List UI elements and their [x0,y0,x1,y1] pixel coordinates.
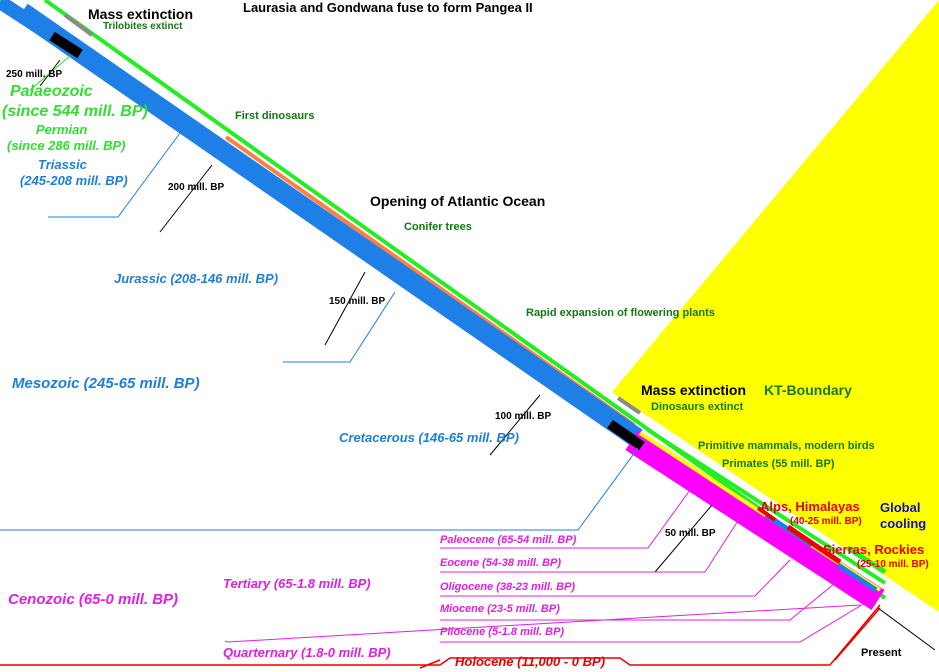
quarternary-label: Quarternary (1.8-0 mill. BP) [223,645,391,660]
holocene-line-2 [419,659,441,669]
alps-dates: (40-25 mill. BP) [790,516,862,527]
oligocene-connector [440,559,791,597]
miocene-connector [440,574,846,621]
gray-mark-top [63,13,94,37]
miocene-label: Miocene (23-5 mill. BP) [440,603,560,615]
kt-boundary-label: KT-Boundary [764,382,852,398]
tick-label-50: 50 mill. BP [665,528,716,539]
red-seg-2 [756,506,777,522]
tick-200 [159,164,213,233]
cenozoic-label: Cenozoic (65-0 mill. BP) [8,591,179,608]
cretaceous-label: Cretacerous (146-65 mill. BP) [339,430,519,445]
conifer-trees-label: Conifer trees [404,221,472,233]
tick-label-250: 250 mill. BP [6,69,63,80]
mammals-birds-label: Primitive mammals, modern birds [698,440,875,452]
global-cooling-label-1: Global [880,500,921,515]
jurassic-connector [283,291,396,363]
green-timeline [43,0,887,600]
blue-band [16,3,643,447]
oligocene-label: Oligocene (38-23 mill. BP) [440,581,576,593]
pliocene-connector [440,599,871,643]
cretaceous-connector [0,447,639,531]
blue-seg-2 [836,562,878,593]
gray-mark-kt [616,396,642,415]
tertiary-label: Tertiary (65-1.8 mill. BP) [223,576,371,591]
paleocene-label: Paleocene (65-54 mill. BP) [440,534,577,546]
yellow-wedge [612,0,939,612]
trilobites-extinct-label: Trilobites extinct [103,21,183,32]
palaeozoic-dates: (since 544 mill. BP) [2,103,148,120]
tick-50 [654,504,713,573]
blue-seg-3 [846,545,887,575]
quarternary-connector [224,604,861,643]
first-dinosaurs-label: First dinosaurs [235,110,315,122]
holocene-to-present [834,607,881,661]
dinosaurs-extinct-label: Dinosaurs extinct [651,401,744,413]
eocene-connector [440,509,746,573]
triassic-label: Triassic [38,157,87,172]
tick-label-100: 100 mill. BP [495,411,552,422]
black-marker-top [49,31,83,59]
permian-dates: (since 286 mill. BP) [7,138,126,153]
global-cooling-label-2: cooling [880,516,927,531]
pliocene-label: Pliocene (5-1.8 mill. BP) [440,626,565,638]
jurassic-label: Jurassic (208-146 mill. BP) [114,271,279,286]
red-seg-1 [786,524,842,565]
palaeozoic-connector [29,55,71,91]
mass-extinction-label-2: Mass extinction [641,382,747,398]
sierras-label: Sierras, Rockies [823,542,925,557]
present-label: Present [861,647,902,659]
permian-label: Permian [36,122,88,137]
tick-label-200: 200 mill. BP [168,182,225,193]
diagram-title: Laurasia and Gondwana fuse to form Pange… [243,0,533,15]
opening-atlantic-label: Opening of Atlantic Ocean [370,193,546,209]
triassic-connector [48,132,181,218]
mesozoic-label: Mesozoic (245-65 mill. BP) [12,375,200,392]
triassic-dates: (245-208 mill. BP) [20,173,128,188]
paleocene-connector [440,489,691,549]
tick-100 [489,394,541,456]
mass-extinction-label-1: Mass extinction [88,6,194,22]
primates-label: Primates (55 mill. BP) [722,458,835,470]
tick-label-150: 150 mill. BP [329,296,386,307]
blue-band-left [0,0,44,34]
flowering-plants-label: Rapid expansion of flowering plants [526,307,715,319]
magenta-band [625,429,885,611]
eocene-label: Eocene (54-38 mill. BP) [440,557,562,569]
black-marker-kt [607,419,645,451]
holocene-label: Holocene (11,000 - 0 BP) [455,654,606,669]
palaeozoic-label: Palaeozoic [10,83,93,100]
tick-150 [324,271,366,346]
holocene-line-1 [0,604,881,666]
alps-label: Alps, Himalayas [760,499,860,514]
green-lower [646,428,887,585]
tick-present [877,607,936,651]
sierras-dates: (25-10 mill. BP) [857,559,929,570]
